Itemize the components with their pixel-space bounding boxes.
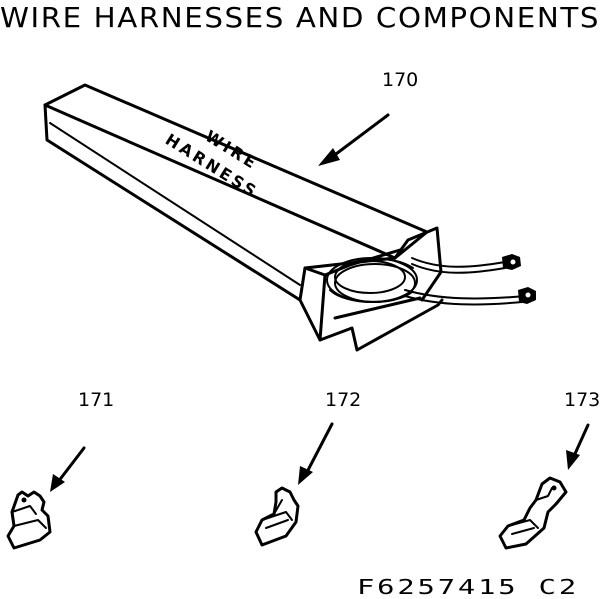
wire-coil	[326, 257, 418, 303]
terminal-173	[498, 476, 568, 550]
wire-harness-box	[43, 83, 444, 352]
callout-arrow-172	[298, 422, 334, 485]
part-number-173: 173	[564, 389, 600, 411]
diagram-title: WIRE HARNESSES AND COMPONENTS	[0, 1, 600, 34]
drawing-code: F6257415 C2	[357, 575, 579, 599]
part-number-171: 171	[78, 389, 114, 411]
callout-arrow-170	[318, 113, 390, 166]
part-number-170: 170	[382, 69, 418, 91]
wire-lead-lower	[404, 287, 536, 306]
wire-lead-upper	[411, 254, 521, 274]
part-number-172: 172	[325, 389, 361, 411]
box-label: WIRE HARNESS	[162, 126, 262, 202]
callout-arrow-173	[566, 423, 590, 470]
callout-arrow-171	[50, 446, 86, 492]
terminal-172	[254, 486, 300, 547]
terminal-171	[6, 490, 52, 550]
